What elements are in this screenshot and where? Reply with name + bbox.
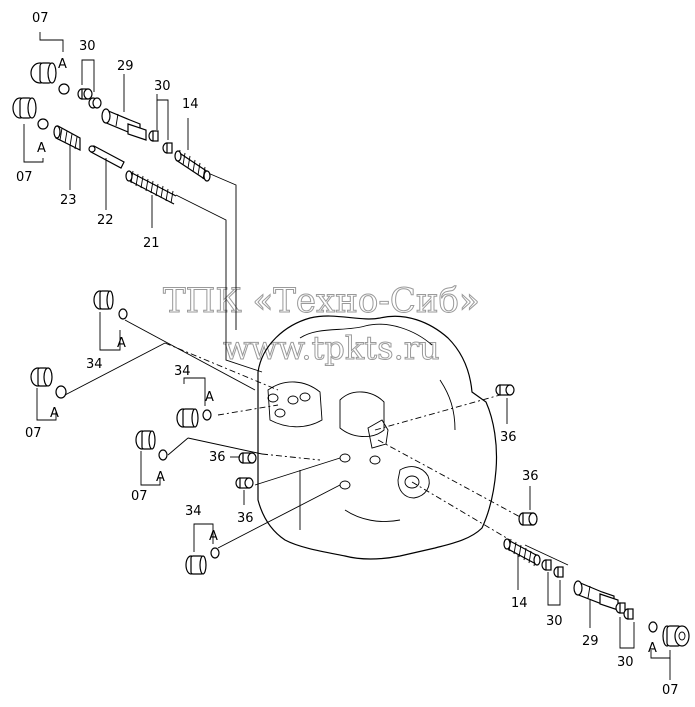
plug-36-right-b <box>518 512 538 526</box>
part-number-30: 30 <box>79 39 96 54</box>
o-ring-label: A <box>117 336 126 351</box>
plug-07-middle <box>30 367 53 387</box>
plug-07-left <box>12 97 37 119</box>
part-number-23: 23 <box>60 193 77 208</box>
plug-36-left-b <box>235 477 254 489</box>
part-number-30: 30 <box>154 79 171 94</box>
spring-14-top <box>174 149 211 182</box>
part-number-07: 07 <box>32 11 49 26</box>
part-number-30: 30 <box>546 614 563 629</box>
plug-07-lower <box>135 430 156 450</box>
part-number-36: 36 <box>522 469 539 484</box>
o-ring-label: A <box>37 141 46 156</box>
plug-36-left-a <box>238 452 257 464</box>
part-number-14: 14 <box>511 596 528 611</box>
part-number-07: 07 <box>25 426 42 441</box>
plug-07-bottom-right <box>662 625 690 647</box>
part-number-29: 29 <box>117 59 134 74</box>
part-number-07: 07 <box>131 489 148 504</box>
o-ring-label: A <box>58 57 67 72</box>
watermark-company: ТПК «Техно-Сиб» <box>163 281 480 321</box>
plunger-23 <box>53 125 81 151</box>
o-ring-a-top <box>58 83 70 95</box>
part-number-07: 07 <box>662 683 679 698</box>
o-ring-label: A <box>50 406 59 421</box>
o-ring-label: A <box>209 529 218 544</box>
watermark-website: www.tpkts.ru <box>223 329 440 367</box>
washers-30-lower <box>541 559 564 578</box>
o-ring-a-34-lower <box>210 547 220 559</box>
o-ring-label: A <box>205 390 214 405</box>
part-number-36: 36 <box>237 511 254 526</box>
o-ring-a-bottom-right <box>648 621 658 633</box>
part-number-34: 34 <box>174 364 191 379</box>
part-number-36: 36 <box>209 450 226 465</box>
part-number-07: 07 <box>16 170 33 185</box>
plug-07-top <box>30 62 57 84</box>
spring-21 <box>125 170 177 205</box>
leader-lines <box>64 172 569 566</box>
rod-22 <box>88 145 125 169</box>
part-number-34: 34 <box>185 504 202 519</box>
o-ring-label: A <box>648 641 657 656</box>
washers-30-middle <box>148 130 173 154</box>
washers-30-bottom-right <box>615 602 634 620</box>
washers-30-top <box>77 88 102 109</box>
valve-housing <box>257 315 498 560</box>
plug-34-lower <box>185 555 207 575</box>
o-ring-a-34 <box>202 409 212 421</box>
part-number-34: 34 <box>86 357 103 372</box>
plug-36-right-a <box>495 384 515 396</box>
part-number-14: 14 <box>182 97 199 112</box>
o-ring-label: A <box>156 470 165 485</box>
part-number-30: 30 <box>617 655 634 670</box>
o-ring-a-lower <box>158 449 168 461</box>
part-number-21: 21 <box>143 236 160 251</box>
o-ring-a-upper <box>118 308 128 320</box>
o-ring-a-left <box>37 118 49 130</box>
spring-14-bottom <box>503 538 541 567</box>
plug-34-middle <box>176 408 199 428</box>
part-number-22: 22 <box>97 213 114 228</box>
part-number-36: 36 <box>500 430 517 445</box>
spool-29-bottom <box>573 580 619 611</box>
spool-29-top <box>101 108 147 141</box>
part-number-29: 29 <box>582 634 599 649</box>
o-ring-a-middle <box>55 385 67 399</box>
plug-34-upper <box>93 290 114 310</box>
